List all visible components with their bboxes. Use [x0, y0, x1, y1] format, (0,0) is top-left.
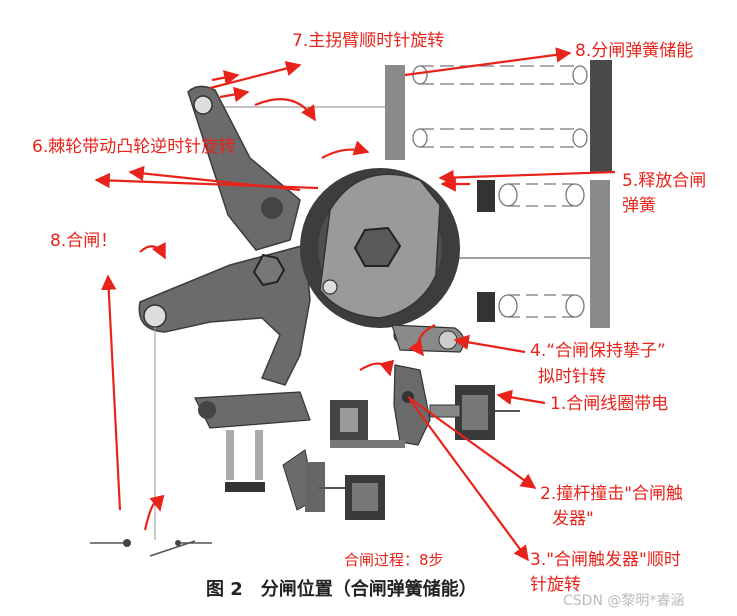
annotation-step7: 7.主拐臂顺时针旋转 — [292, 31, 445, 51]
annotation-arrows — [94, 47, 616, 562]
annotation-step8-store: 8.分闸弹簧储能 — [575, 41, 694, 61]
closing-coil — [429, 385, 520, 440]
annotation-step3-line1: 3."合闸触发器"顺时 — [530, 550, 681, 570]
annotation-step3-line2: 针旋转 — [530, 575, 581, 595]
contact-link — [90, 539, 212, 557]
opening-spring-assembly — [210, 60, 612, 172]
closing-spring-assembly — [330, 180, 610, 328]
annotation-step4-line1: 4.“合闸保持挚子” — [530, 341, 666, 361]
watermark: CSDN @黎明*睿涵 — [563, 593, 685, 609]
annotation-step6: 6.棘轮带动凸轮逆时针旋转 — [32, 137, 236, 157]
figure-caption: 图 2 分闸位置（合闸弹簧储能） — [206, 579, 477, 600]
annotation-step1: 1.合闸线圈带电 — [550, 394, 669, 414]
closing-lever — [138, 244, 311, 540]
annotation-step5-line1: 5.释放合闸 — [622, 171, 707, 191]
process-note: 合闸过程：8步 — [344, 551, 444, 569]
tripping-linkage — [194, 391, 405, 520]
annotation-step4-line2: 拟时针转 — [538, 367, 606, 387]
main-crank-arm — [187, 85, 301, 251]
annotation-step5-line2: 弹簧 — [622, 196, 656, 216]
annotation-step8-close: 8.合闸！ — [50, 231, 118, 251]
annotation-step2-line1: 2.撞杆撞击"合闸触 — [540, 484, 684, 504]
annotation-step2-line2: 发器" — [552, 509, 594, 529]
cam-wheel — [300, 168, 460, 344]
closing-trigger — [393, 364, 431, 446]
